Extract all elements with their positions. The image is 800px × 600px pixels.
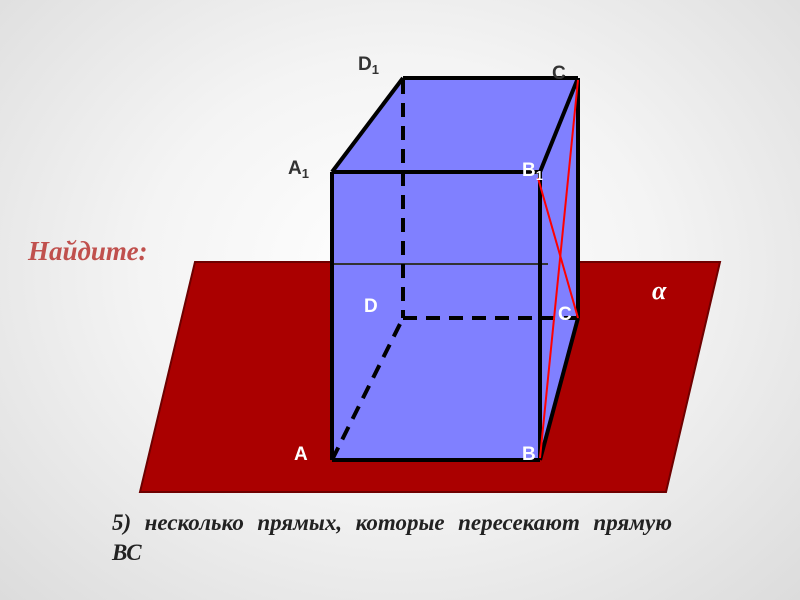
edge-a1d1 [330, 76, 405, 174]
vertex-letter: A [288, 158, 302, 179]
edge-ad [330, 317, 405, 461]
vertex-letter: D [358, 54, 372, 75]
edge-b1c1 [538, 77, 580, 173]
plane-alpha-label: α [652, 276, 667, 305]
edge-bc [538, 317, 580, 461]
vertex-label-a: A [294, 445, 308, 464]
line-b1-c [537, 177, 579, 319]
vertex-letter: C [558, 304, 572, 325]
visible-edges [330, 76, 580, 462]
line-c1-b [539, 79, 579, 459]
red-intersecting-lines [537, 79, 579, 459]
vertex-index: 1 [301, 166, 309, 181]
vertex-label-a1: A1 [288, 159, 309, 180]
vertex-letter: B [522, 444, 536, 465]
vertex-label-c1: C [552, 64, 566, 85]
vertex-label-b1: B1 [522, 161, 543, 182]
prism-top-face [332, 78, 578, 172]
vertex-label-d: D [364, 297, 378, 316]
vertex-index: 1 [535, 168, 543, 183]
vertex-label-c: C [558, 305, 572, 324]
vertex-letter: A [294, 444, 308, 465]
vertex-letter: C [552, 63, 566, 84]
find-heading: Найдите: [28, 236, 148, 266]
vertex-label-d1: D1 [358, 55, 379, 76]
vertex-label-b: B [522, 445, 536, 464]
hidden-edges [330, 80, 578, 461]
vertex-index: 1 [371, 62, 379, 77]
task-text: 5) несколько прямых, которые пересекают … [112, 510, 672, 565]
vertex-letter: D [364, 296, 378, 317]
vertex-letter: B [522, 160, 536, 181]
